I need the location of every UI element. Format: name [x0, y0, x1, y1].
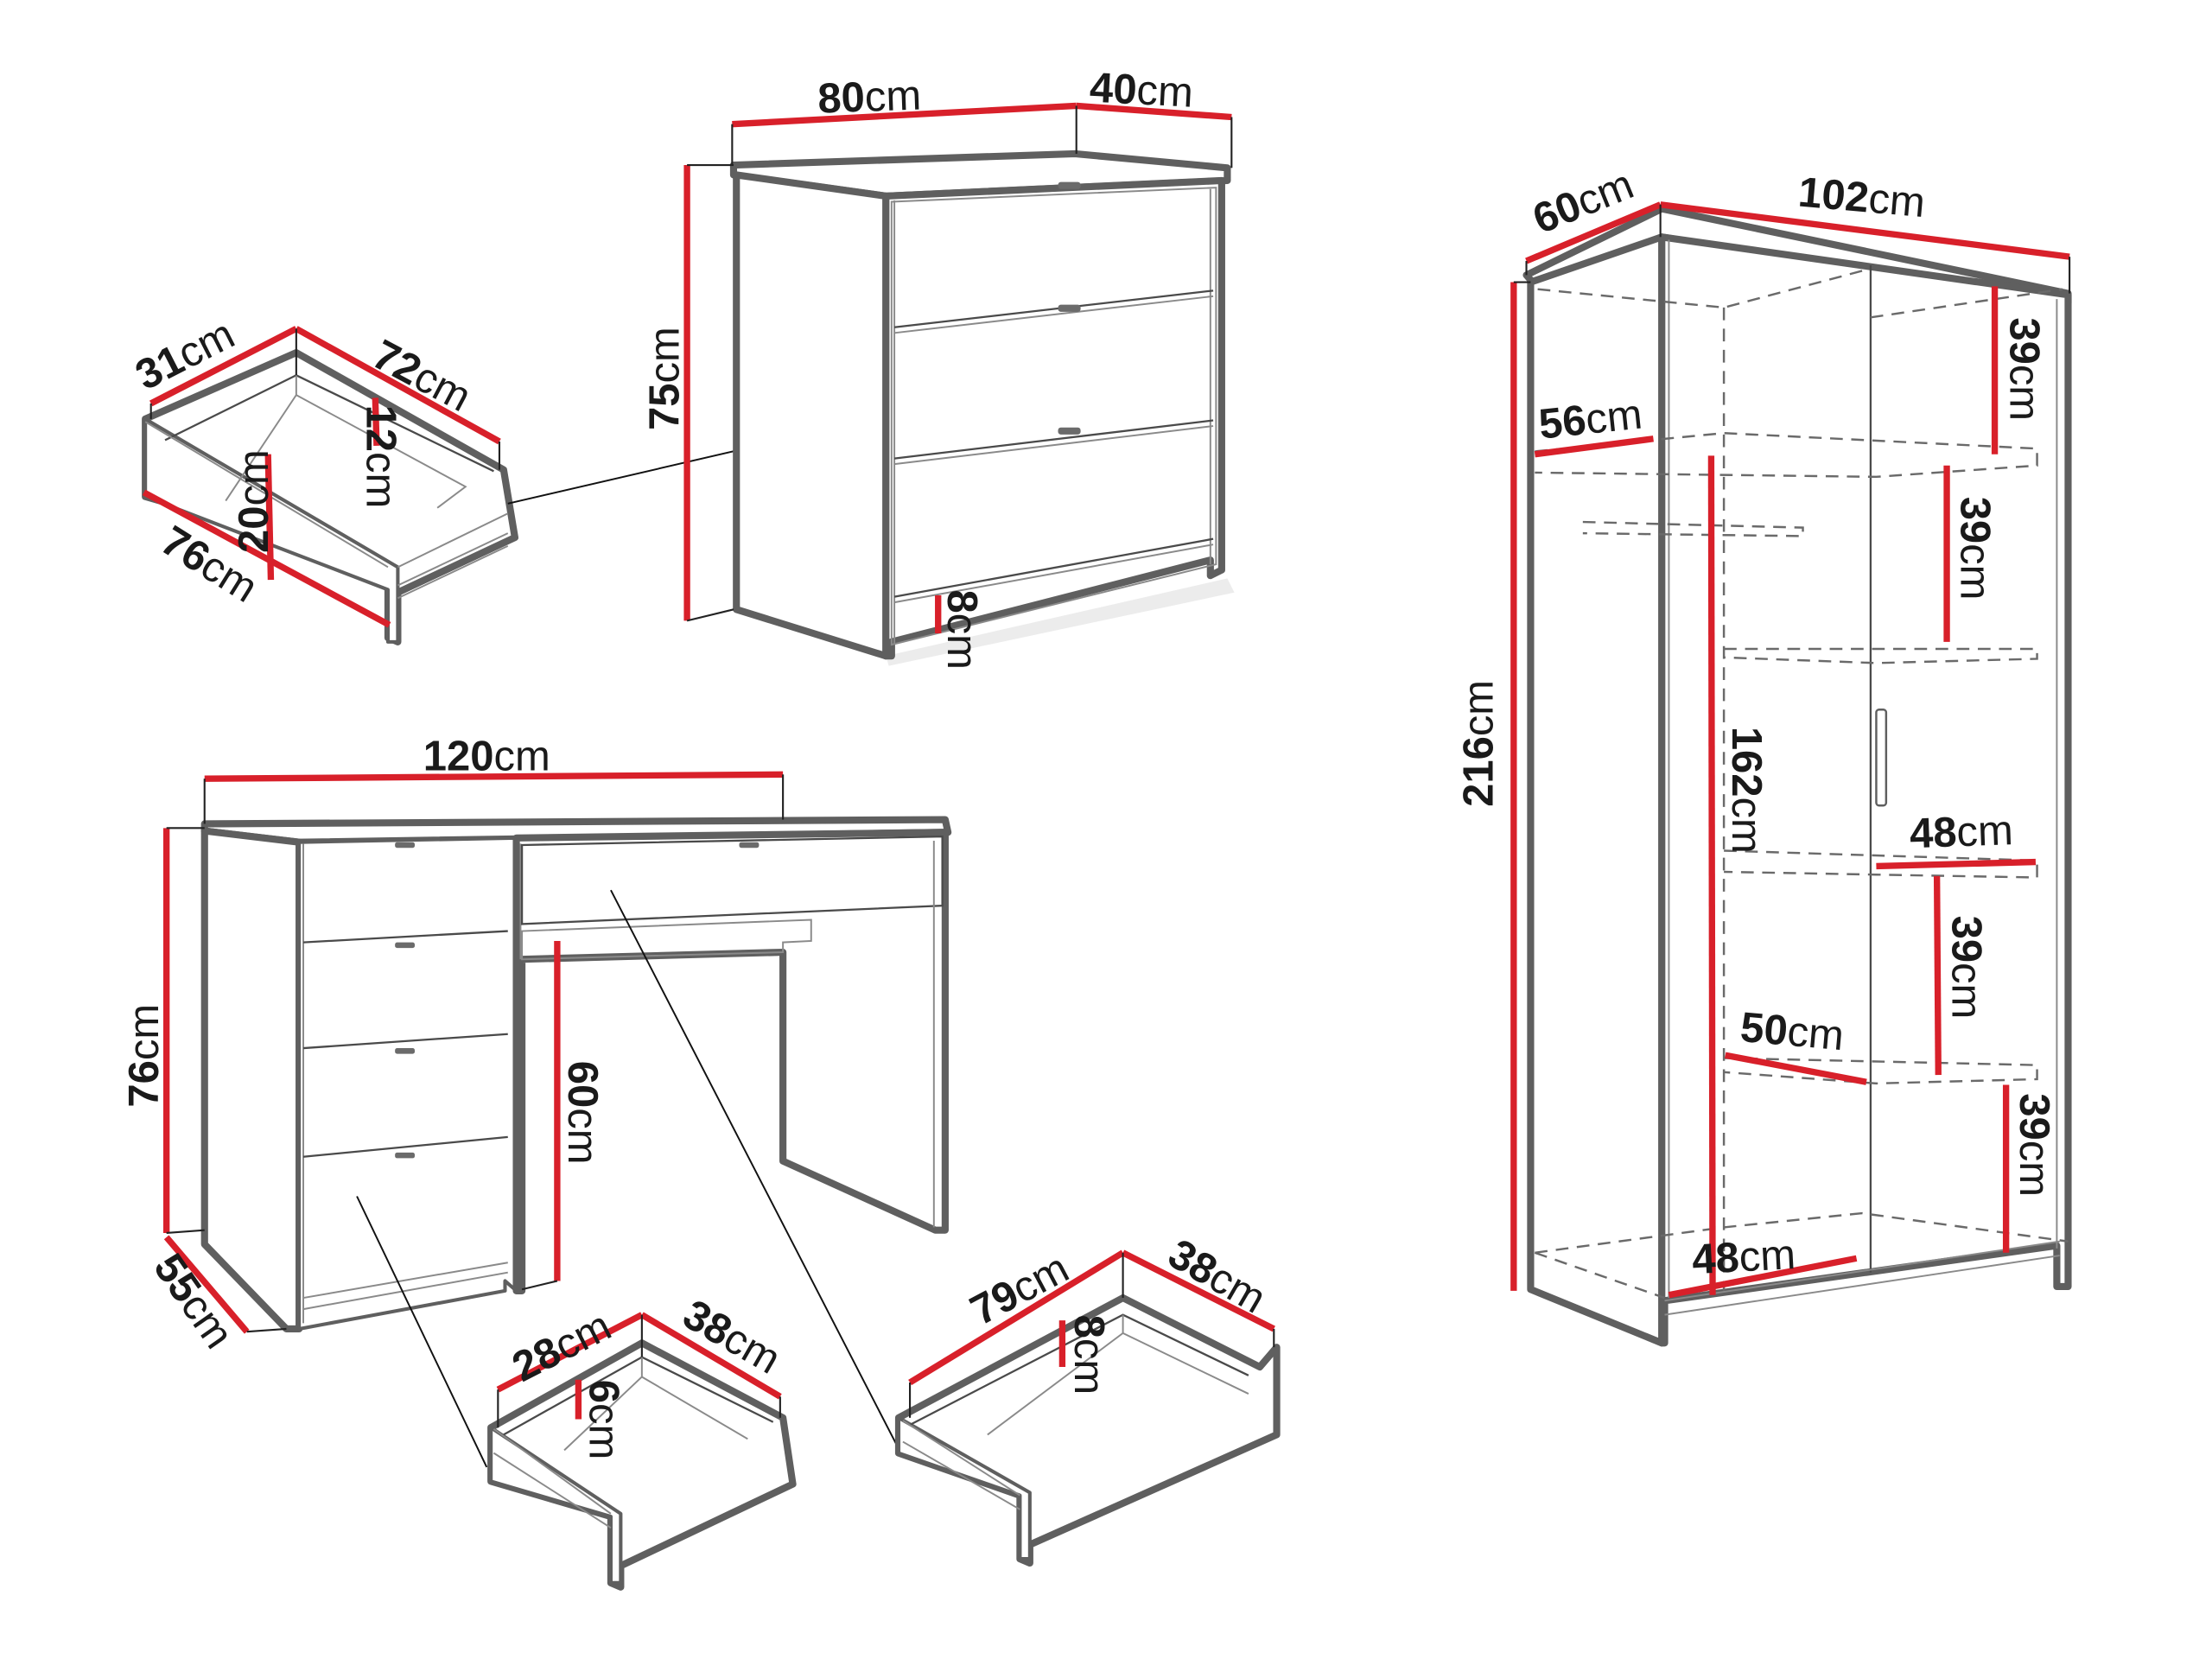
wardrobe-shelf-gap-2-label: 39cm	[1951, 497, 1998, 601]
desk-small-drawer-detail: 28cm 38cm 6cm	[487, 1291, 797, 1591]
dresser-drawer-front-height-label: 20cm	[231, 449, 277, 553]
desk-wide-drawer-detail: 79cm 38cm 8cm	[894, 1230, 1281, 1567]
drawer-handle-icon	[739, 842, 760, 849]
wardrobe-height-label: 216cm	[1455, 680, 1502, 807]
desk-small-drawer-height-label: 6cm	[580, 1380, 626, 1460]
drawer-handle-icon	[1058, 427, 1081, 435]
wardrobe-shelf-gap-4-label: 39cm	[2011, 1093, 2057, 1197]
dresser-width-label: 80cm	[817, 72, 922, 122]
drawer-handle-icon	[395, 1152, 415, 1159]
dresser-height-label: 75cm	[641, 327, 688, 430]
drawer-handle-icon	[395, 842, 415, 849]
drawer-handle-icon	[395, 942, 415, 949]
wardrobe-shelf-gap-3-label: 39cm	[1943, 916, 1990, 1020]
dresser: 80cm 40cm 75cm 8cm	[641, 65, 1235, 670]
wardrobe-shelf-gap-1-label: 39cm	[2001, 317, 2048, 421]
dresser-plinth-label: 8cm	[938, 589, 985, 670]
dresser-drawer-inner-height-label: 12cm	[357, 405, 404, 509]
drawer-handle-icon	[1058, 181, 1081, 189]
wardrobe-width-label: 102cm	[1796, 169, 1927, 227]
wardrobe-mid-shelf-width-label: 50cm	[1738, 1004, 1846, 1059]
wardrobe-bottom-width-label: 48cm	[1691, 1231, 1796, 1283]
wardrobe-top-shelf-depth-label: 56cm	[1536, 391, 1644, 448]
wardrobe-hanging-height-label: 162cm	[1723, 727, 1770, 854]
door-handle-icon	[1875, 709, 1888, 807]
wardrobe-right-shelf-width-label: 48cm	[1909, 807, 2014, 857]
dresser-depth-label: 40cm	[1089, 65, 1194, 117]
desk-height-label: 76cm	[121, 1004, 168, 1108]
wardrobe: 60cm 102cm 216cm 56cm 162cm 48cm 48cm 50…	[1455, 161, 2072, 1347]
desk-knee-clearance-label: 60cm	[559, 1061, 606, 1165]
drawer-handle-icon	[1058, 304, 1081, 312]
desk-wide-drawer-height-label: 8cm	[1065, 1315, 1112, 1395]
desk: 120cm 76cm 55cm 60cm	[121, 733, 952, 1468]
drawer-handle-icon	[395, 1048, 415, 1054]
desk-wide-drawer-depth-label: 38cm	[1160, 1230, 1274, 1323]
desk-width-label: 120cm	[423, 733, 550, 779]
